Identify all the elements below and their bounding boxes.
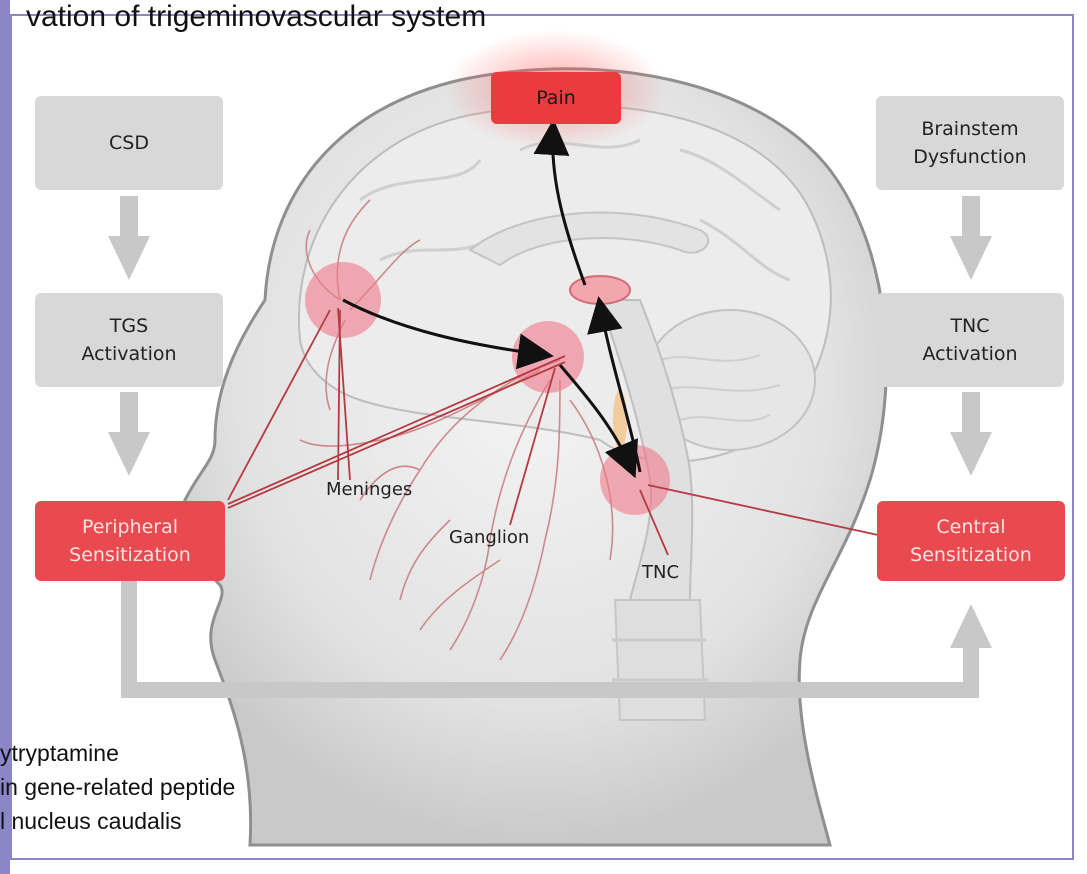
footnote-line-1: ytryptamine [0,740,119,767]
label-meninges: Meninges [326,479,412,500]
tnc-channel [613,390,627,450]
bottom-loop-arrowhead [950,604,992,648]
spinal-column [615,600,705,720]
pain-box: Pain [491,72,621,124]
brainstem-dysfunction-box: Brainstem Dysfunction [876,96,1064,190]
tnc-activation-box: TNC Activation [876,293,1064,387]
thalamus-highlight [570,276,630,304]
central-sensitization-box: Central Sensitization [877,501,1065,581]
tgs-activation-box: TGS Activation [35,293,223,387]
peripheral-sensitization-box: Peripheral Sensitization [35,501,225,581]
label-tnc: TNC [642,562,679,583]
label-ganglion: Ganglion [449,527,529,548]
csd-box: CSD [35,96,223,190]
footnote-line-3: l nucleus caudalis [0,808,182,835]
footnote-line-2: in gene-related peptide [0,774,235,801]
